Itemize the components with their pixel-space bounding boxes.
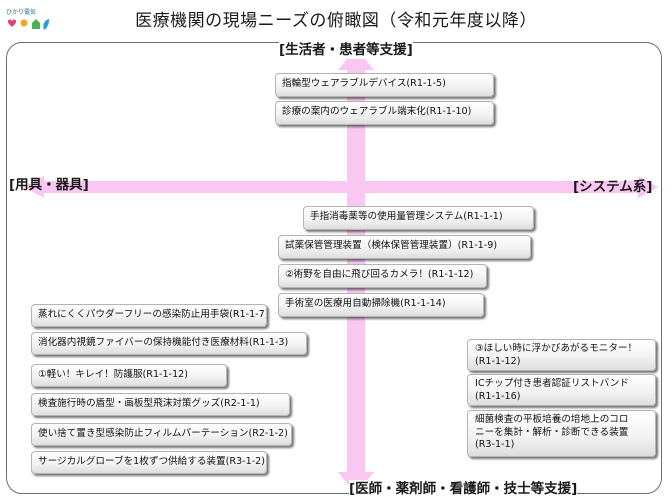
axis-label-bottom: [医師・薬剤師・看護師・技士等支援] (349, 480, 578, 498)
leaf-icon (43, 19, 49, 30)
need-card: 使い捨て置き型感染防止フィルムパーテーション(R2-1-2) (31, 423, 292, 446)
need-card: 診療の案内のウェアラブル端末化(R1-1-10) (275, 101, 494, 125)
horizontal-axis-arrow (24, 176, 658, 198)
need-card: ①軽い！キレイ！防護服(R1-1-12) (31, 364, 227, 387)
logo-text: ひかり電気 (6, 8, 36, 16)
need-card: ICチップ付き患者認証リストバンド (R1-1-16) (467, 374, 656, 406)
need-card: サージカルグローブを1枚ずつ供給する装置(R3-1-2) (31, 451, 267, 474)
need-card: 検査施行時の盾型・画板型飛沫対策グッズ(R2-1-1) (31, 393, 290, 416)
axis-label-right: [システム系] (573, 179, 653, 195)
need-card: 指輪型ウェアラブルデバイス(R1-1-5) (275, 73, 494, 97)
need-card: 手指消毒薬等の使用量管理システム(R1-1-1) (303, 206, 534, 230)
logo: ひかり電気 (6, 8, 49, 30)
need-card: 手術室の医療用自動掃除機(R1-1-14) (278, 293, 484, 317)
axis-label-top: [生活者・患者等支援] (279, 41, 413, 59)
need-card: 消化器内視鏡ファイバーの保持機能付き医療材料(R1-1-3) (31, 332, 307, 355)
need-card-line: 細菌検査の平板培養の培地上のコロ (475, 414, 629, 425)
page-title: 医療機関の現場ニーズの俯瞰図（令和元年度以降） (135, 11, 537, 31)
house-icon (32, 19, 40, 29)
heart-icon (7, 19, 17, 27)
need-card-line: ③ほしい時に浮かびあがるモニター！ (475, 343, 638, 354)
axis-label-left: [用具・器具] (9, 177, 89, 193)
need-card: 細菌検査の平板培養の培地上のコロ ニーを集計・解析・診断できる装置 (R3-1-… (467, 410, 656, 457)
sun-icon (20, 19, 28, 27)
need-card: 試薬保管管理装置（検体保管管理装置）(R1-1-9) (278, 235, 531, 259)
need-card: ②術野を自由に飛び回るカメラ！(R1-1-12) (278, 264, 487, 288)
need-card-line: ニーを集計・解析・診断できる装置 (475, 426, 629, 438)
need-card-line: (R1-1-16) (475, 390, 521, 402)
need-card-line: ICチップ付き患者認証リストバンド (475, 378, 629, 389)
need-card: ③ほしい時に浮かびあがるモニター！ (R1-1-12) (467, 339, 656, 371)
need-card-line: (R3-1-1) (475, 439, 515, 450)
need-card-line: (R1-1-12) (475, 355, 521, 367)
need-card: 蒸れにくくパウダーフリーの感染防止用手袋(R1-1-7) (31, 304, 267, 327)
